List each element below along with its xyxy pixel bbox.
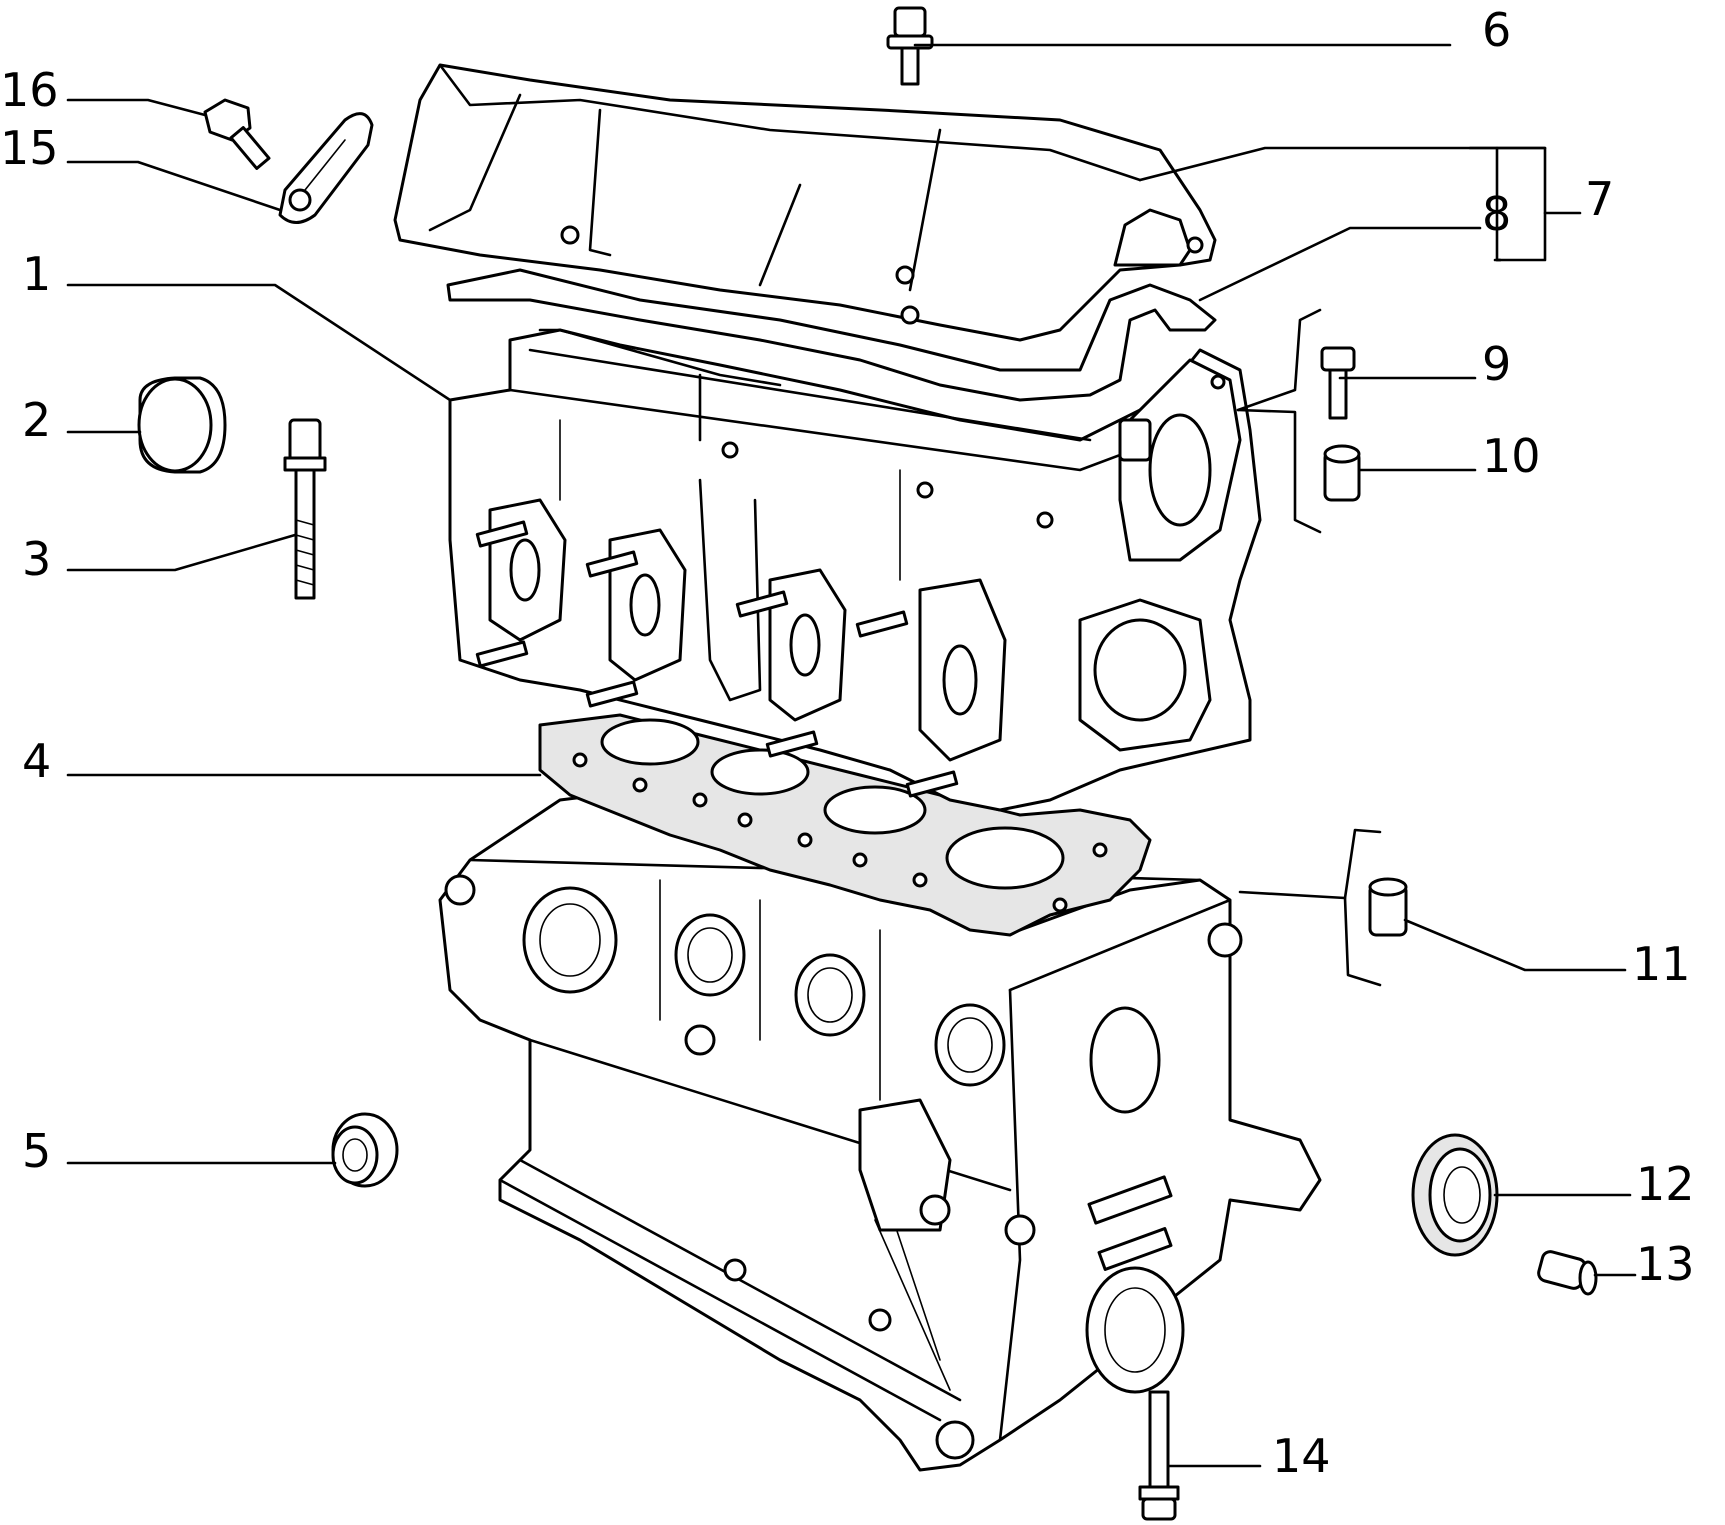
- part-9-bolt: [1320, 346, 1356, 420]
- valve-cover-gasket: [446, 268, 1217, 402]
- label-16: 16: [0, 63, 59, 117]
- cylinder-head: [448, 328, 1262, 812]
- label-7: 7: [1585, 172, 1614, 226]
- part-12-seal: [1411, 1133, 1499, 1257]
- part-5-seal: [331, 1112, 399, 1188]
- part-15-bracket: [278, 112, 374, 224]
- label-9: 9: [1482, 337, 1511, 391]
- part-16-bolt: [203, 98, 271, 170]
- label-14: 14: [1272, 1429, 1331, 1483]
- part-3-head-bolt: [283, 418, 327, 600]
- label-4: 4: [22, 734, 51, 788]
- label-10: 10: [1482, 429, 1541, 483]
- part-2-cap: [137, 376, 227, 474]
- part-11-dowel: [1368, 877, 1408, 937]
- head-gasket: [538, 713, 1152, 937]
- leader-lines: [66, 43, 1637, 1468]
- part-10-dowel: [1323, 444, 1361, 502]
- label-1: 1: [22, 247, 51, 301]
- label-15: 15: [0, 121, 59, 175]
- label-11: 11: [1632, 937, 1691, 991]
- valve-cover: [393, 63, 1217, 342]
- label-13: 13: [1636, 1237, 1695, 1291]
- part-13-plug: [1537, 1250, 1598, 1296]
- label-6: 6: [1482, 3, 1511, 57]
- part-6-bolt: [886, 6, 934, 86]
- label-12: 12: [1636, 1157, 1695, 1211]
- part-14-bolt: [1138, 1390, 1180, 1521]
- callout-labels: 16 15 1 2 3 4 5 6 7 8 9 10 11 12 13 14: [0, 3, 1695, 1483]
- label-2: 2: [22, 393, 51, 447]
- label-8: 8: [1482, 187, 1511, 241]
- cylinder-block: [438, 788, 1322, 1472]
- manifold-studs: [475, 520, 959, 798]
- label-3: 3: [22, 532, 51, 586]
- label-5: 5: [22, 1124, 51, 1178]
